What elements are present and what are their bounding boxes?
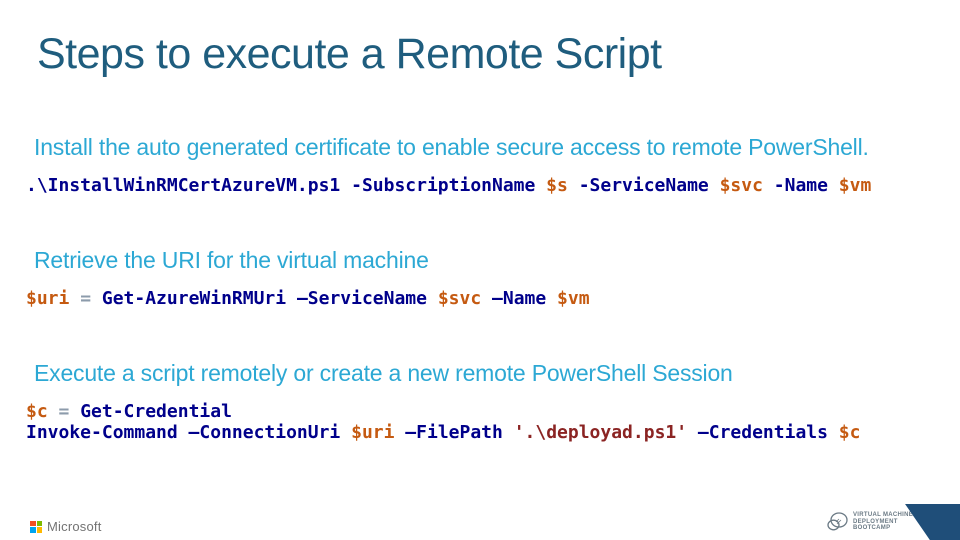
microsoft-logo: Microsoft bbox=[30, 519, 102, 534]
code-block: .\InstallWinRMCertAzureVM.ps1 -Subscript… bbox=[26, 175, 954, 196]
bootcamp-cloud-icon bbox=[827, 512, 848, 531]
code-token-variable: $svc bbox=[719, 175, 763, 196]
bootcamp-logo-text: VIRTUAL MACHINE DEPLOYMENT BOOTCAMP bbox=[853, 512, 913, 532]
code-token-command: Get-AzureWinRMUri –ServiceName bbox=[101, 288, 438, 309]
code-token-variable: $c bbox=[26, 401, 48, 422]
slide-section: Execute a script remotely or create a ne… bbox=[26, 359, 954, 443]
code-token-variable: $uri bbox=[26, 288, 70, 309]
code-block: $uri = Get-AzureWinRMUri –ServiceName $s… bbox=[26, 288, 954, 309]
code-token-command: -ServiceName bbox=[567, 175, 720, 196]
slide-section: Retrieve the URI for the virtual machine… bbox=[26, 246, 954, 309]
bootcamp-text-line1: VIRTUAL MACHINE bbox=[853, 512, 914, 519]
microsoft-logo-icon bbox=[30, 520, 42, 533]
section-heading: Install the auto generated certificate t… bbox=[34, 134, 869, 160]
code-token-command: .\InstallWinRMCertAzureVM.ps1 -Subscript… bbox=[26, 175, 547, 196]
ms-square-red bbox=[30, 520, 36, 526]
code-token-variable: $uri bbox=[351, 422, 395, 443]
code-line: $c = Get-Credential bbox=[26, 401, 954, 422]
ms-square-green bbox=[36, 520, 42, 526]
code-token-command: –FilePath bbox=[394, 422, 514, 443]
code-token-string: '.\deployad.ps1' bbox=[513, 422, 688, 443]
code-token-variable: $c bbox=[838, 422, 861, 443]
bootcamp-text-line2: DEPLOYMENT bbox=[853, 518, 898, 525]
code-token-command: –Credentials bbox=[687, 422, 839, 443]
code-token-operator: = bbox=[47, 401, 81, 422]
section-heading: Retrieve the URI for the virtual machine bbox=[34, 247, 429, 273]
code-token-variable: $vm bbox=[557, 288, 590, 309]
code-token-variable: $s bbox=[546, 175, 568, 196]
ms-square-blue bbox=[30, 527, 36, 533]
code-token-command: Invoke-Command –ConnectionUri bbox=[26, 422, 352, 443]
slide-title: Steps to execute a Remote Script bbox=[37, 30, 662, 78]
code-token-command: -Name bbox=[762, 175, 839, 196]
code-line: $uri = Get-AzureWinRMUri –ServiceName $s… bbox=[26, 288, 954, 309]
section-heading: Execute a script remotely or create a ne… bbox=[34, 360, 733, 386]
code-line: Invoke-Command –ConnectionUri $uri –File… bbox=[26, 422, 954, 443]
code-token-variable: $svc bbox=[437, 288, 482, 309]
ms-square-yellow bbox=[36, 527, 42, 533]
code-token-operator: = bbox=[69, 288, 102, 309]
code-token-command: –Name bbox=[481, 288, 558, 309]
code-token-variable: $vm bbox=[838, 175, 872, 196]
code-line: .\InstallWinRMCertAzureVM.ps1 -Subscript… bbox=[26, 175, 954, 196]
microsoft-wordmark: Microsoft bbox=[47, 519, 102, 534]
code-token-command: Get-Credential bbox=[80, 401, 232, 422]
bootcamp-text-line3: BOOTCAMP bbox=[853, 525, 891, 532]
bootcamp-logo: VIRTUAL MACHINE DEPLOYMENT BOOTCAMP bbox=[826, 510, 913, 534]
slide-section: Install the auto generated certificate t… bbox=[26, 133, 954, 196]
